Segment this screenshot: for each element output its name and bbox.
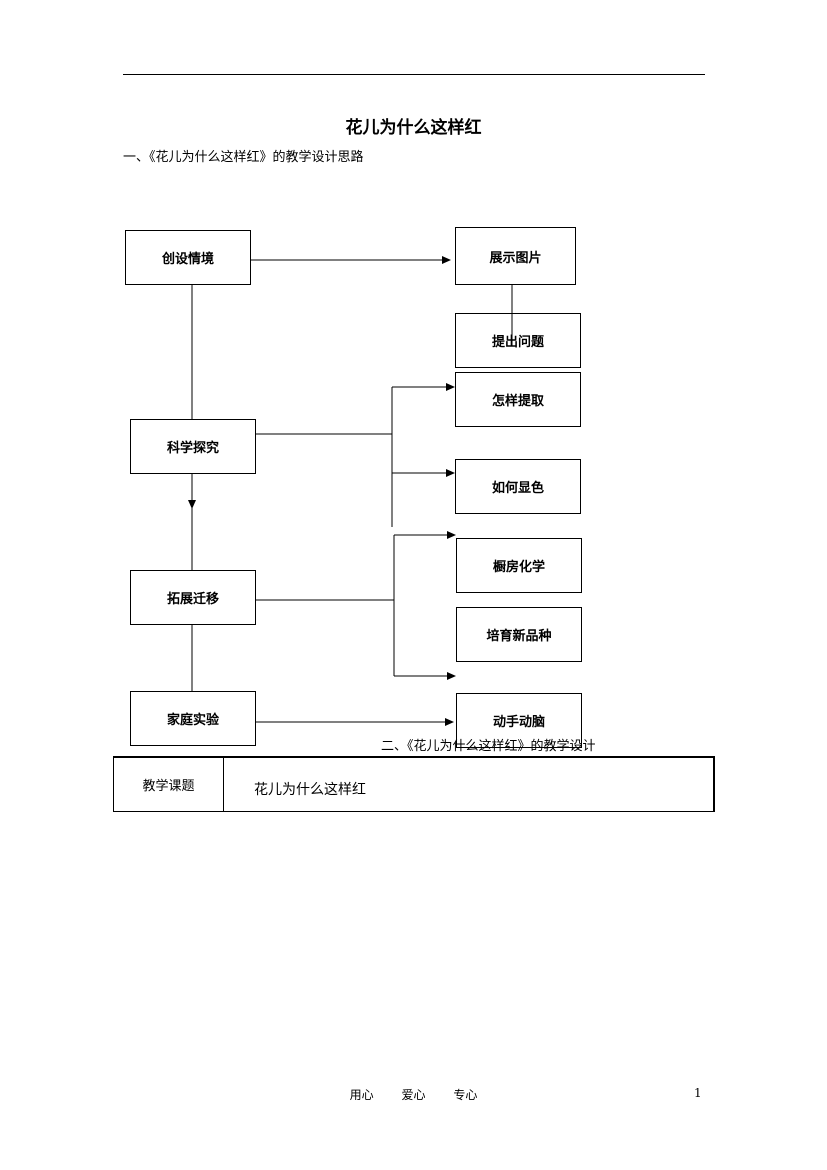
table-label-cell: 教学课题 [114,758,224,811]
flow-box-how-to-extract: 怎样提取 [455,372,581,427]
footer-item-1: 用心 [349,1088,374,1102]
footer-item-2: 爱心 [401,1088,426,1102]
header-rule [123,74,705,75]
flow-box-hands-on: 动手动脑 [456,693,582,748]
document-title: 花儿为什么这样红 [345,118,482,138]
flow-box-create-situation: 创设情境 [125,230,251,285]
flow-box-extension: 拓展迁移 [130,570,256,625]
page-number: 1 [694,1086,702,1100]
flow-box-breed-new-variety: 培育新品种 [456,607,582,662]
flow-box-raise-question: 提出问题 [455,313,581,368]
section-heading-2: 二、《花儿为什么这样红》的教学设计 [381,739,596,754]
page-footer: 用心 爱心 专心 [0,1086,827,1103]
lesson-table: 教学课题 花儿为什么这样红 [113,756,715,812]
flow-box-how-to-color: 如何显色 [455,459,581,514]
table-value-cell: 花儿为什么这样红 [254,781,366,798]
section-heading-1: 一、《花儿为什么这样红》的教学设计思路 [123,150,364,165]
footer-item-3: 专心 [453,1088,478,1102]
flow-box-scientific-inquiry: 科学探究 [130,419,256,474]
flow-box-show-picture: 展示图片 [455,227,576,285]
flow-box-home-experiment: 家庭实验 [130,691,256,746]
flow-box-kitchen-chemistry: 橱房化学 [456,538,582,593]
